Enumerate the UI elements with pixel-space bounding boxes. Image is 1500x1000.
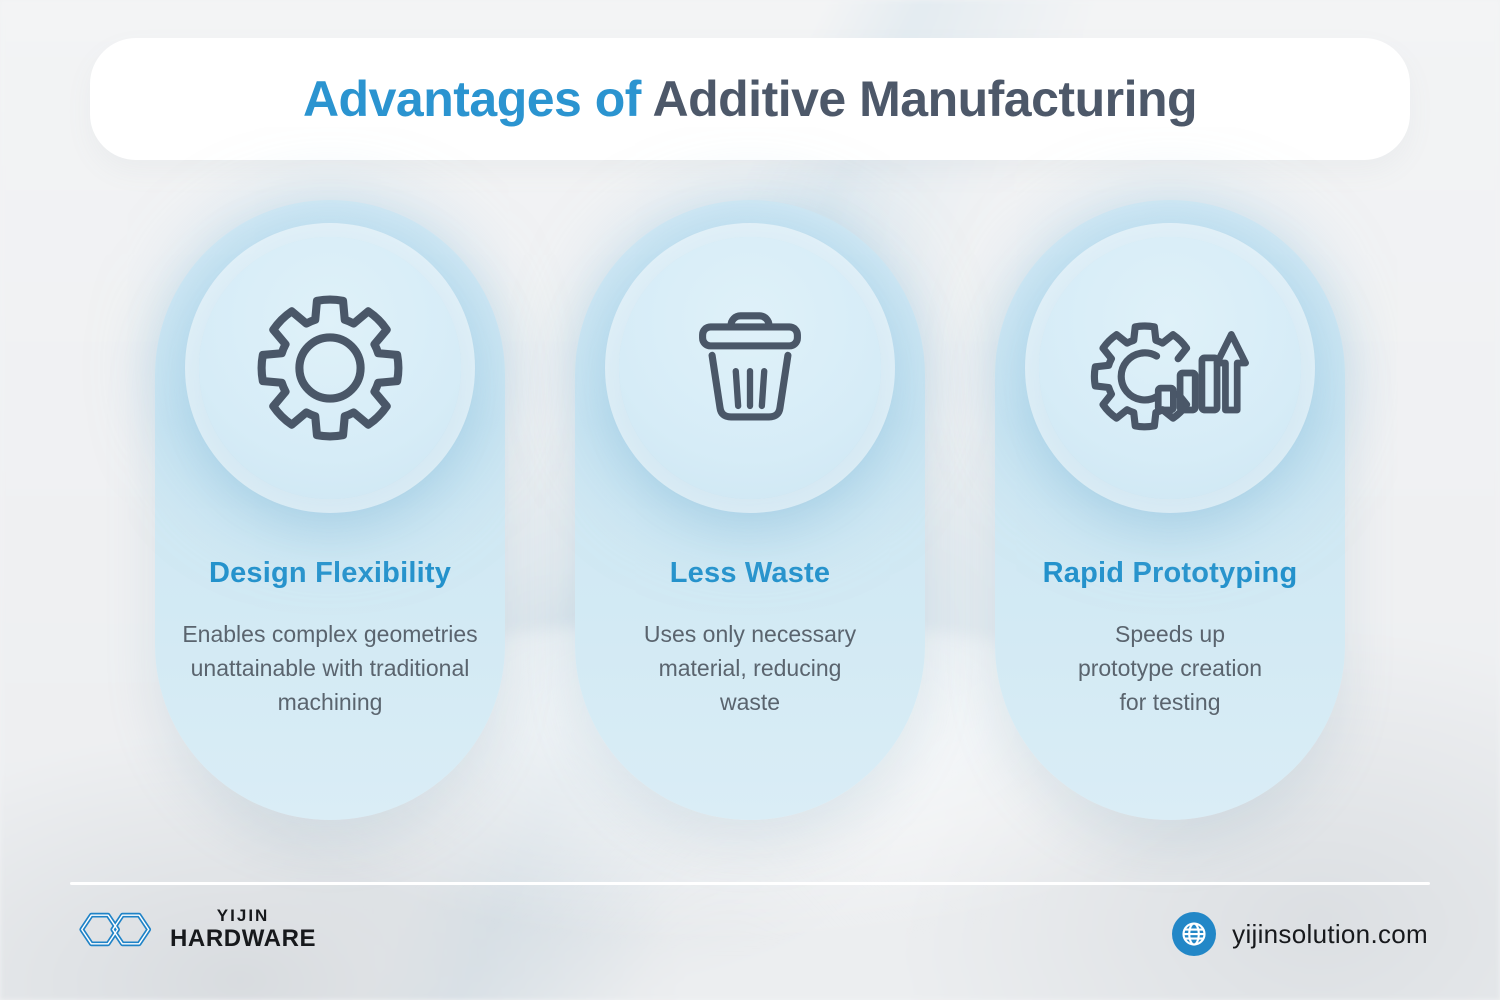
card-icon-circle [619, 237, 881, 499]
footer-divider [70, 882, 1430, 885]
website-url: yijinsolution.com [1232, 918, 1428, 949]
page-title-highlight: Advantages of [302, 71, 653, 127]
card-description: Uses only necessary material, reducing w… [643, 621, 857, 715]
card-description: Speeds up prototype creation for testing [1077, 621, 1263, 715]
card-icon-circle [199, 237, 461, 499]
card-heading: Design Flexibility [208, 557, 452, 589]
card-rapid-prototyping: Rapid Prototyping Speeds up prototype cr… [995, 200, 1345, 820]
card-description: Enables complex geometries unattainable … [182, 621, 478, 715]
page-title-rest: Additive Manufacturing [652, 71, 1198, 127]
globe-icon [1172, 912, 1217, 956]
infinity-hexagon-logo-icon [79, 912, 152, 946]
brand-name-line2: HARDWARE [170, 925, 317, 952]
trash-icon [699, 312, 801, 421]
card-less-waste: Less Waste Uses only necessary material,… [575, 200, 925, 820]
card-heading: Rapid Prototyping [1042, 557, 1298, 589]
card-heading: Less Waste [669, 557, 831, 589]
gear-growth-arrow-icon [1090, 322, 1249, 431]
brand-name: YIJIN HARDWARE [170, 906, 316, 952]
gear-icon [257, 295, 403, 441]
card-icon-circle [1039, 237, 1301, 499]
card-design-flexibility: Design Flexibility Enables complex geome… [155, 200, 505, 820]
website-group: yijinsolution.com [1172, 912, 1428, 956]
brand-logo-group: YIJIN HARDWARE [78, 906, 316, 952]
brand-name-line1: YIJIN [216, 906, 270, 925]
title-banner: Advantages of Additive Manufacturing [90, 38, 1410, 160]
page-title: Advantages of Additive Manufacturing [302, 70, 1198, 128]
